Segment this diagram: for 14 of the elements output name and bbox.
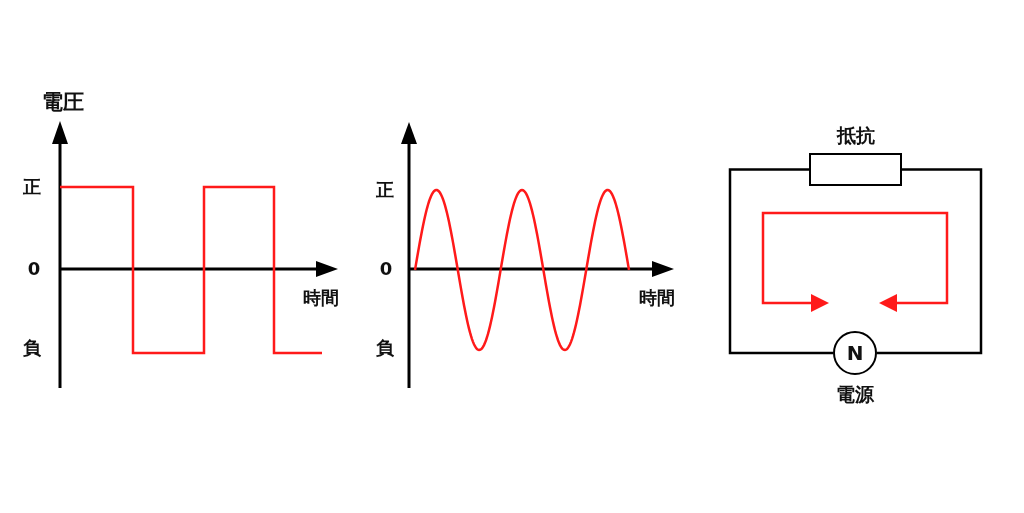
- wire: [877, 168, 983, 355]
- tick-label: 正: [376, 181, 394, 199]
- tick-label: 負: [376, 339, 394, 357]
- y-axis-title: 電圧: [42, 91, 84, 113]
- tick-label: 正: [23, 178, 41, 196]
- resistor-label: 抵抗: [836, 124, 875, 146]
- wire: [728, 168, 833, 355]
- tick-label: 0: [27, 260, 41, 278]
- source-letter: N: [846, 343, 864, 363]
- source-caption: 電源: [836, 383, 874, 405]
- tick-label: 0: [379, 260, 393, 278]
- x-axis-title: 時間: [303, 289, 339, 307]
- x-axis-title: 時間: [639, 289, 675, 307]
- tick-label: 負: [23, 339, 41, 357]
